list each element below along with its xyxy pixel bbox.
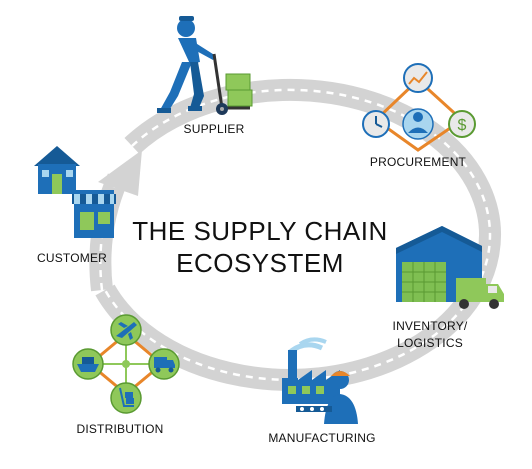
stage-label-inventory: INVENTORY/ [393,319,468,333]
stage-label-distribution: DISTRIBUTION [76,422,163,436]
dollar-icon: $ [448,110,476,138]
factory-icon [282,337,340,404]
hand-truck-small-icon [110,382,142,414]
storefront-icon [72,190,116,238]
stage-label-supplier: SUPPLIER [184,122,245,136]
growth-chart-icon [403,63,433,93]
procurement-network-icon [373,77,465,152]
delivery-truck-icon [456,278,504,309]
stage-label-customer: CUSTOMER [37,251,107,265]
hand-truck-icon [212,53,253,115]
airplane-icon [110,314,142,346]
cycle-arrow-head [98,150,142,196]
truck-icon [148,348,180,380]
stage-label-logistics: LOGISTICS [397,336,463,350]
factory-worker-icon [296,371,358,424]
stage-label-manufacturing: MANUFACTURING [268,431,375,445]
clock-icon [362,110,390,138]
ship-icon [72,348,104,380]
dollar-icon-glyph: $ [458,117,467,134]
stage-label-procurement: PROCUREMENT [370,155,467,169]
diagram-title-line1: THE SUPPLY CHAIN [132,216,388,246]
supplier-worker-icon [157,16,216,113]
house-icon [34,146,80,194]
diagram-title-line2: ECOSYSTEM [176,248,344,278]
